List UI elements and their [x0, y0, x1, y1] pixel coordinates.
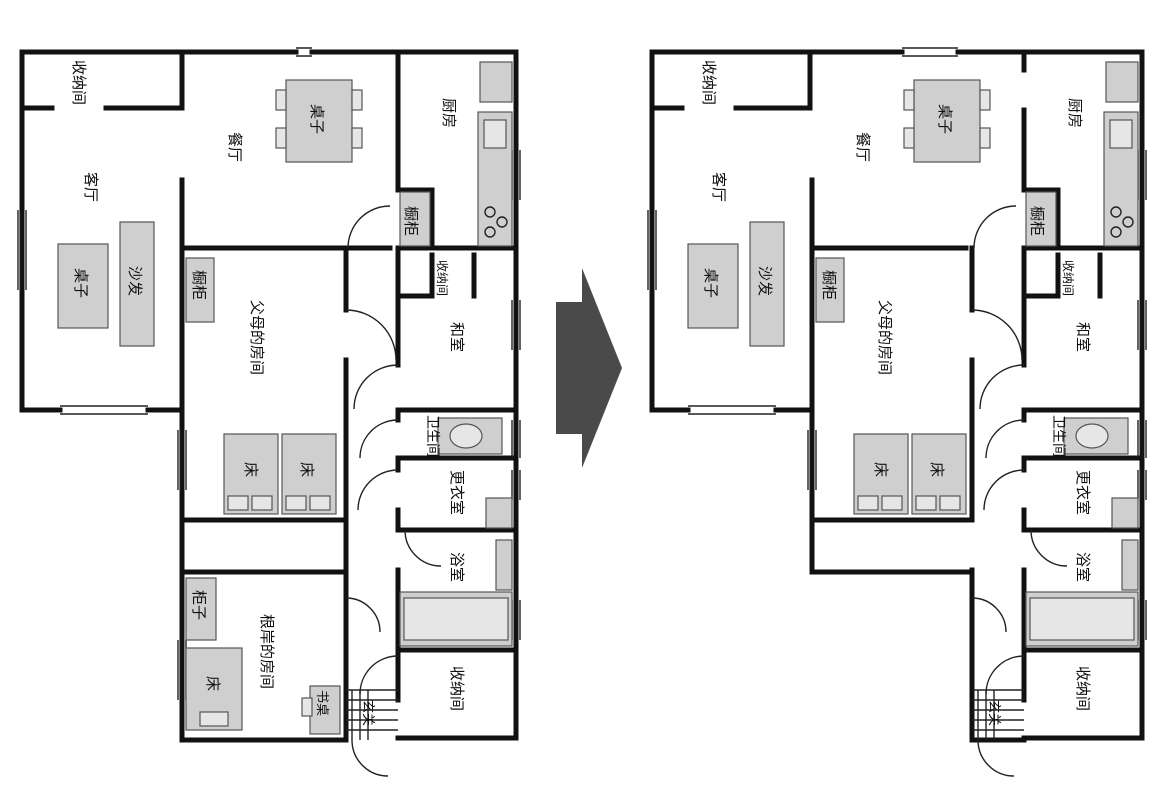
label-bed-1: 床: [872, 462, 890, 477]
label-negishi-cabinet: 柜子: [190, 590, 208, 620]
label-parents-room: 父母的房间: [876, 300, 894, 375]
labels: 收纳间 餐厅 桌子 厨房 橱柜 客厅 桌子 沙发 橱柜 父母的房间 床 床 收纳…: [70, 60, 466, 726]
wash-basin: [1111, 497, 1139, 529]
label-bathroom: 浴室: [448, 552, 466, 582]
wash-basin: [485, 497, 513, 529]
label-storage-small: 收纳间: [435, 260, 449, 296]
parents-cabinet: [185, 257, 215, 323]
label-parents-room: 父母的房间: [248, 300, 266, 375]
walls: [649, 49, 1145, 743]
label-negishi-bed: 床: [204, 676, 222, 691]
label-storage-bottom: 收纳间: [448, 666, 466, 711]
label-living-table: 桌子: [702, 268, 720, 298]
label-bathroom: 浴室: [1074, 552, 1092, 582]
doors-windows: [17, 47, 521, 777]
label-entrance: 玄关: [986, 700, 1001, 726]
label-dining-table: 桌子: [936, 104, 954, 134]
label-storage-bottom: 收纳间: [1074, 666, 1092, 711]
negishi-cabinet: [185, 577, 217, 641]
label-negishi-room: 根岸的房间: [258, 614, 276, 689]
label-toilet: 卫生间: [1050, 415, 1066, 457]
label-japanese-room: 和室: [1074, 322, 1092, 352]
label-living-room: 客厅: [82, 172, 100, 202]
label-bed-1: 床: [242, 462, 260, 477]
entrance-steps: [972, 689, 1024, 740]
furniture: [57, 61, 513, 740]
kitchen-cabinet: [1025, 191, 1057, 247]
label-kitchen: 厨房: [1066, 98, 1084, 128]
furniture: [687, 61, 1139, 740]
label-dining-table: 桌子: [308, 104, 326, 134]
dining-table: [285, 79, 353, 163]
label-dining-room: 餐厅: [854, 132, 872, 162]
label-entrance: 玄关: [360, 700, 375, 726]
label-dining-room: 餐厅: [226, 132, 244, 162]
label-storage-small: 收纳间: [1061, 260, 1075, 296]
entrance-steps: [346, 689, 398, 740]
label-dressing-room: 更衣室: [448, 470, 466, 515]
label-sofa: 沙发: [126, 266, 144, 296]
label-kitchen-cabinet: 橱柜: [1028, 206, 1046, 236]
sofa: [749, 221, 785, 347]
label-dressing-room: 更衣室: [1074, 470, 1092, 515]
label-living-room: 客厅: [710, 172, 728, 202]
label-bed-2: 床: [928, 462, 946, 477]
walls: [19, 49, 519, 743]
label-toilet: 卫生间: [424, 415, 440, 457]
label-japanese-room: 和室: [448, 322, 466, 352]
label-parents-cabinet: 橱柜: [820, 270, 838, 300]
living-table: [687, 243, 739, 329]
floor-plan-after: 收纳间 餐厅 桌子 厨房 橱柜 客厅 桌子 沙发 橱柜 父母的房间 床 床 收纳…: [647, 47, 1147, 777]
dining-table: [913, 79, 981, 163]
label-bed-2: 床: [298, 462, 316, 477]
label-kitchen-cabinet: 橱柜: [402, 206, 420, 236]
label-storage-top-left: 收纳间: [700, 60, 718, 105]
fridge: [479, 61, 513, 103]
fridge: [1105, 61, 1139, 103]
living-table: [57, 243, 109, 329]
transform-arrow: [556, 268, 622, 468]
label-kitchen: 厨房: [440, 98, 458, 128]
label-living-table: 桌子: [72, 268, 90, 298]
sofa: [119, 221, 155, 347]
parents-cabinet: [815, 257, 845, 323]
label-sofa: 沙发: [756, 266, 774, 296]
doors-windows: [647, 47, 1147, 777]
kitchen-cabinet: [399, 191, 431, 247]
label-desk: 书桌: [314, 690, 329, 716]
label-storage-top-left: 收纳间: [70, 60, 88, 105]
label-parents-cabinet: 橱柜: [190, 270, 208, 300]
floor-plan-before: 收纳间 餐厅 桌子 厨房 橱柜 客厅 桌子 沙发 橱柜 父母的房间 床 床 收纳…: [17, 47, 521, 777]
labels: 收纳间 餐厅 桌子 厨房 橱柜 客厅 桌子 沙发 橱柜 父母的房间 床 床 收纳…: [700, 60, 1092, 726]
